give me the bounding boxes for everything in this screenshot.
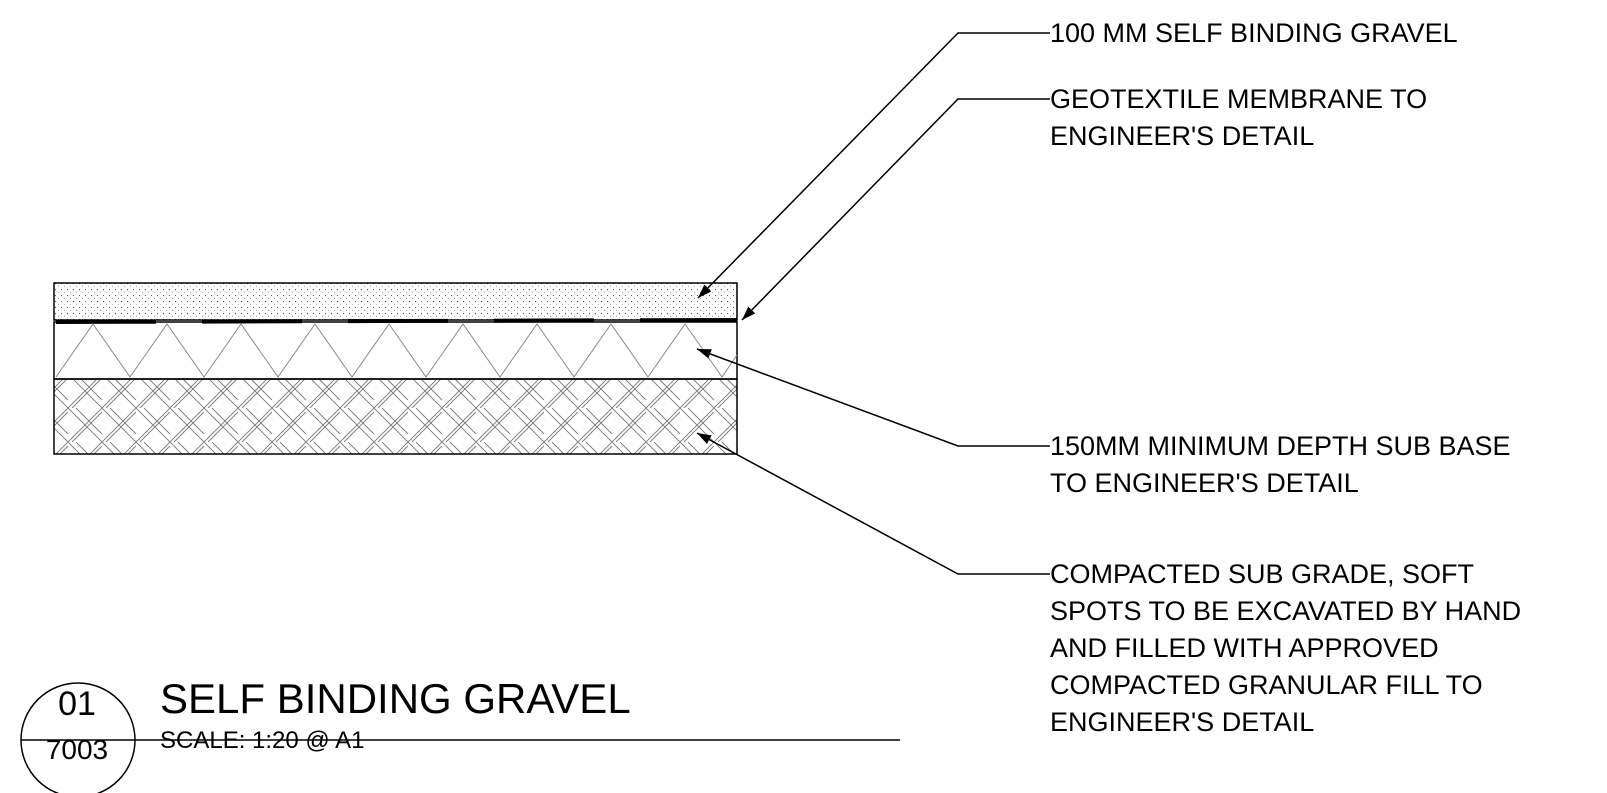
callout-sub-base: 150MM MINIMUM DEPTH SUB BASE TO ENGINEER…	[1050, 428, 1511, 502]
sub-base-layer	[53, 321, 738, 380]
callout-line: COMPACTED GRANULAR FILL TO	[1050, 670, 1483, 700]
callout-line: ENGINEER'S DETAIL	[1050, 121, 1315, 151]
sheet-number: 7003	[45, 734, 109, 765]
callout-line: ENGINEER'S DETAIL	[1050, 707, 1315, 737]
detail-number: 01	[58, 685, 96, 723]
leader-geotextile	[741, 98, 1050, 321]
callout-line: TO ENGINEER'S DETAIL	[1050, 468, 1359, 498]
sub-base-hatch	[55, 323, 738, 378]
callout-geotextile: GEOTEXTILE MEMBRANE TO ENGINEER'S DETAIL	[1050, 81, 1427, 155]
sub-grade-layer	[53, 378, 738, 455]
leader-sub-base	[696, 348, 1050, 447]
gravel-layer	[53, 282, 738, 321]
geotextile-membrane	[55, 318, 738, 324]
leader-gravel	[697, 32, 1050, 299]
callout-line: AND FILLED WITH APPROVED	[1050, 633, 1439, 663]
callout-sub-grade: COMPACTED SUB GRADE, SOFT SPOTS TO BE EX…	[1050, 556, 1521, 741]
drawing-scale: SCALE: 1:20 @ A1	[160, 727, 365, 754]
leader-sub-grade	[696, 432, 1050, 575]
callout-line: SPOTS TO BE EXCAVATED BY HAND	[1050, 596, 1522, 626]
callout-line: GEOTEXTILE MEMBRANE TO	[1050, 84, 1428, 114]
callout-line: 100 MM SELF BINDING GRAVEL	[1050, 18, 1458, 48]
callout-line: COMPACTED SUB GRADE, SOFT	[1050, 559, 1475, 589]
callout-line: 150MM MINIMUM DEPTH SUB BASE	[1050, 431, 1511, 461]
drawing-title: SELF BINDING GRAVEL	[160, 675, 631, 722]
callout-gravel: 100 MM SELF BINDING GRAVEL	[1050, 15, 1458, 52]
